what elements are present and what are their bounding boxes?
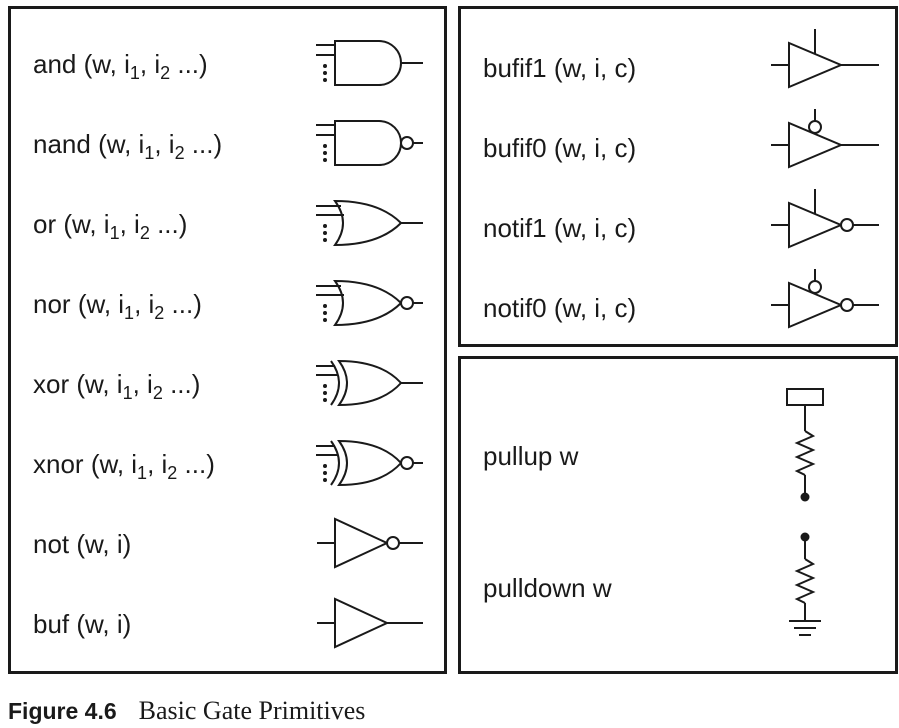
- pulldown-resistor-icon: [789, 532, 821, 636]
- figure-title: Basic Gate Primitives: [138, 696, 366, 725]
- nor-gate-icon: [316, 279, 423, 327]
- nand-gate-icon: [316, 120, 423, 166]
- gate-label-bufif0: bufif0 (w, i, c): [483, 133, 637, 163]
- not-gate-icon: [317, 517, 423, 569]
- xnor-gate-icon: [316, 439, 423, 487]
- gate-label-buf: buf (w, i): [33, 609, 132, 639]
- tristate-gates-panel: bufif1 (w, i, c) bufif0 (w, i, c) notif1…: [458, 6, 898, 347]
- buf-gate-icon: [317, 597, 423, 649]
- pullup-resistor-icon: [786, 388, 824, 502]
- gate-label-notif1: notif1 (w, i, c): [483, 213, 637, 243]
- gate-label-nand: nand (w, i1, i2 ...): [33, 129, 223, 163]
- or-gate-icon: [316, 199, 423, 247]
- gate-label-not: not (w, i): [33, 529, 132, 559]
- notif1-gate-icon: [771, 189, 879, 249]
- notif0-gate-icon: [771, 269, 879, 329]
- and-gate-icon: [316, 40, 423, 86]
- gate-label-or: or (w, i1, i2 ...): [33, 209, 188, 243]
- gate-label-notif0: notif0 (w, i, c): [483, 293, 637, 323]
- gate-label-and: and (w, i1, i2 ...): [33, 49, 208, 83]
- basic-gates-panel: and (w, i1, i2 ...) nand (w, i1, i2 ...)…: [8, 6, 447, 674]
- figure-caption: Figure 4.6 Basic Gate Primitives: [8, 698, 365, 724]
- gate-label-xnor: xnor (w, i1, i2 ...): [33, 449, 215, 483]
- xor-gate-icon: [316, 359, 423, 407]
- gate-label-nor: nor (w, i1, i2 ...): [33, 289, 202, 323]
- bufif1-gate-icon: [771, 29, 879, 89]
- figure-number: Figure 4.6: [8, 698, 117, 724]
- pulldown-label: pulldown w: [483, 573, 612, 603]
- gate-label-bufif1: bufif1 (w, i, c): [483, 53, 637, 83]
- pullup-label: pullup w: [483, 441, 579, 471]
- bufif0-gate-icon: [771, 109, 879, 169]
- pull-resistors-panel: pullup w pulldown w: [458, 356, 898, 674]
- gate-label-xor: xor (w, i1, i2 ...): [33, 369, 201, 403]
